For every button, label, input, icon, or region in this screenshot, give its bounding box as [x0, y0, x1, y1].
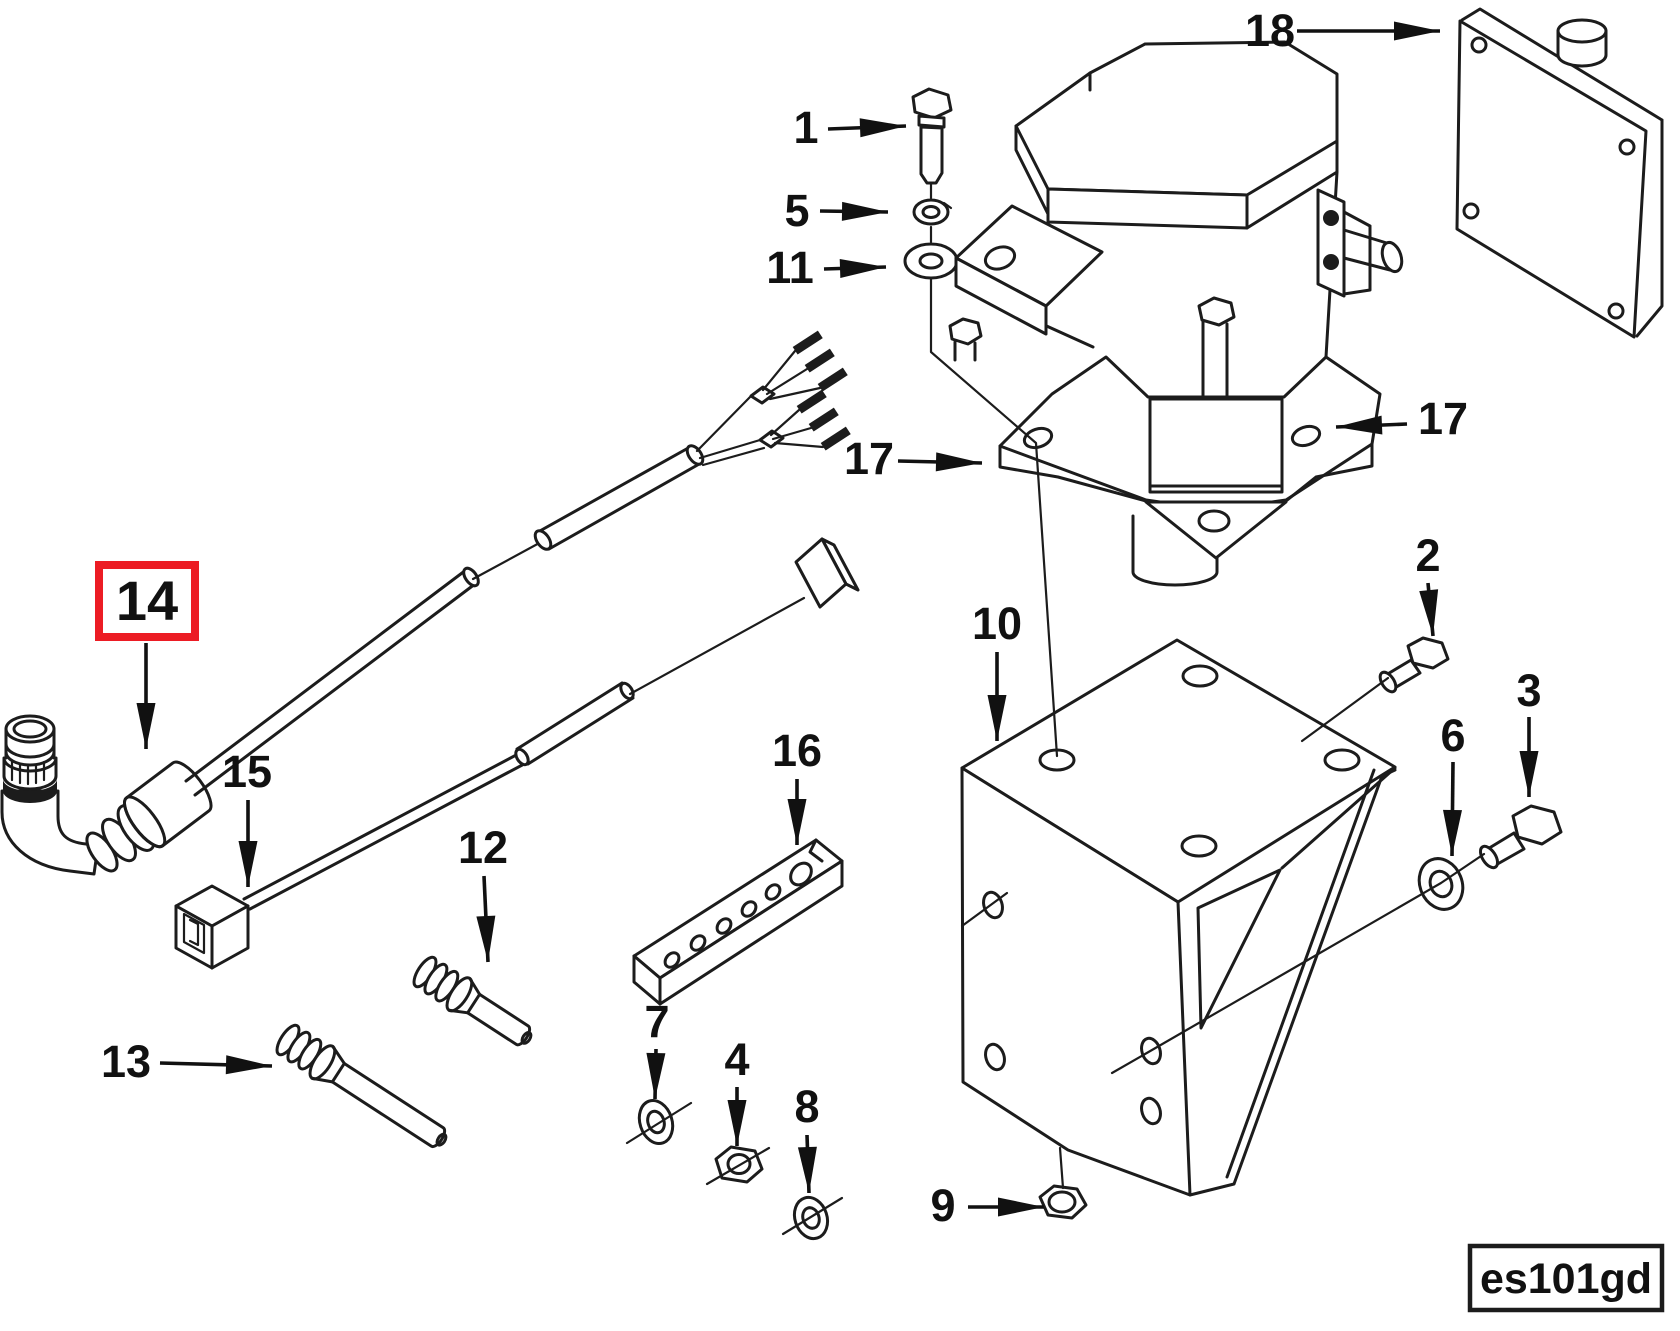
connector-terminal-part13-drawing [275, 1023, 448, 1149]
control-module-part18-drawing [1455, 7, 1664, 339]
module-cover-plate [1455, 19, 1648, 339]
callout-1-label: 1 [793, 102, 818, 153]
side-plate-screw-dot [1323, 210, 1339, 226]
callout-18-label: 18 [1245, 5, 1295, 56]
callout-15: 15 [222, 746, 272, 887]
lock-washer-part5-drawing [912, 198, 953, 226]
callout-12-label: 12 [458, 822, 508, 873]
hex-bolt-part3-drawing [1478, 804, 1563, 870]
callout-11: 11 [766, 242, 887, 293]
callout-1-arrow [827, 118, 907, 138]
callout-17-right-label: 17 [1418, 393, 1468, 444]
callout-13-label: 13 [101, 1036, 151, 1087]
cable-part15-drawing [174, 537, 860, 970]
callout-8-arrow [797, 1134, 817, 1194]
callout-10-label: 10 [972, 598, 1022, 649]
callout-12: 12 [458, 822, 508, 963]
callout-13-arrow [159, 1055, 273, 1075]
callout-7-arrow [646, 1048, 666, 1100]
callout-6: 6 [1440, 710, 1466, 857]
callout-5: 5 [784, 185, 889, 236]
callout-14-label: 14 [116, 569, 178, 632]
callout-13: 13 [101, 1036, 273, 1087]
figure-code-box: es101gd [1467, 1243, 1665, 1313]
highlight-box-14 [95, 561, 199, 641]
callout-14-highlighted: 14 [95, 561, 199, 749]
callout-5-label: 5 [784, 185, 809, 236]
cable-end-ferrule [794, 537, 848, 609]
callout-12-arrow [476, 875, 496, 963]
figure-code-label: es101gd [1480, 1255, 1652, 1303]
callout-15-label: 15 [222, 746, 272, 797]
module-cap-cylinder [1556, 18, 1608, 44]
connector-terminal-part12-drawing [412, 955, 533, 1047]
callout-16-label: 16 [772, 725, 822, 776]
callout-1: 1 [793, 102, 907, 153]
bolt-path-leader-line [929, 277, 1059, 758]
callout-11-arrow [823, 258, 887, 278]
side-plate-screw-dot [1323, 254, 1339, 270]
hex-nut-part9-drawing [1038, 1184, 1088, 1220]
callout-4-label: 4 [724, 1034, 749, 1085]
lock-washer-part7-drawing [637, 1099, 675, 1145]
callout-7: 7 [644, 996, 670, 1100]
callout-2-label: 2 [1415, 530, 1440, 581]
bracket-front-face [960, 766, 1192, 1197]
callout-9-label: 9 [930, 1180, 955, 1231]
cable-harness-part14-drawing [0, 330, 851, 876]
bolt2-alignment-line [1300, 676, 1390, 743]
hex-bolt-part2-drawing [1378, 636, 1450, 694]
wire-terminal-pins [792, 330, 851, 451]
callout-5-arrow [819, 201, 889, 221]
callout-9: 9 [930, 1180, 1044, 1231]
callout-4: 4 [724, 1034, 750, 1146]
callout-7-label: 7 [644, 996, 669, 1047]
callout-17-left-label: 17 [844, 433, 894, 484]
cable-tube [184, 568, 477, 797]
callout-17-left: 17 [844, 433, 983, 484]
callout-2: 2 [1415, 530, 1441, 637]
callout-8: 8 [794, 1081, 820, 1194]
callout-2-arrow [1419, 582, 1439, 637]
callout-11-label: 11 [766, 242, 814, 293]
assembly-top-cover [1014, 40, 1339, 197]
callout-10: 10 [972, 598, 1022, 741]
figure-code-border [1467, 1243, 1665, 1313]
square-connector [210, 904, 250, 970]
callout-6-arrow [1442, 761, 1462, 857]
callout-8-label: 8 [794, 1081, 819, 1132]
callout-17-left-arrow [897, 452, 983, 472]
callout-17-right-arrow [1335, 415, 1408, 435]
callout-17-right: 17 [1335, 393, 1468, 444]
callout-3: 3 [1516, 665, 1542, 797]
callout-3-label: 3 [1516, 665, 1541, 716]
side-pin [1380, 240, 1404, 274]
solenoid-mount-assembly-part17-drawing [948, 40, 1404, 587]
terminal-bar-part16-drawing [632, 838, 844, 1006]
flat-washer-part11-drawing [903, 242, 959, 280]
callout-6-label: 6 [1440, 710, 1465, 761]
hex-bolt-part1-drawing [911, 87, 953, 185]
callout-16: 16 [772, 725, 822, 845]
callout-18: 18 [1245, 5, 1440, 56]
leader-lines [625, 182, 1486, 1236]
mounting-bracket-part10-drawing [960, 638, 1397, 1197]
bolt3-alignment-line [1110, 852, 1486, 1075]
